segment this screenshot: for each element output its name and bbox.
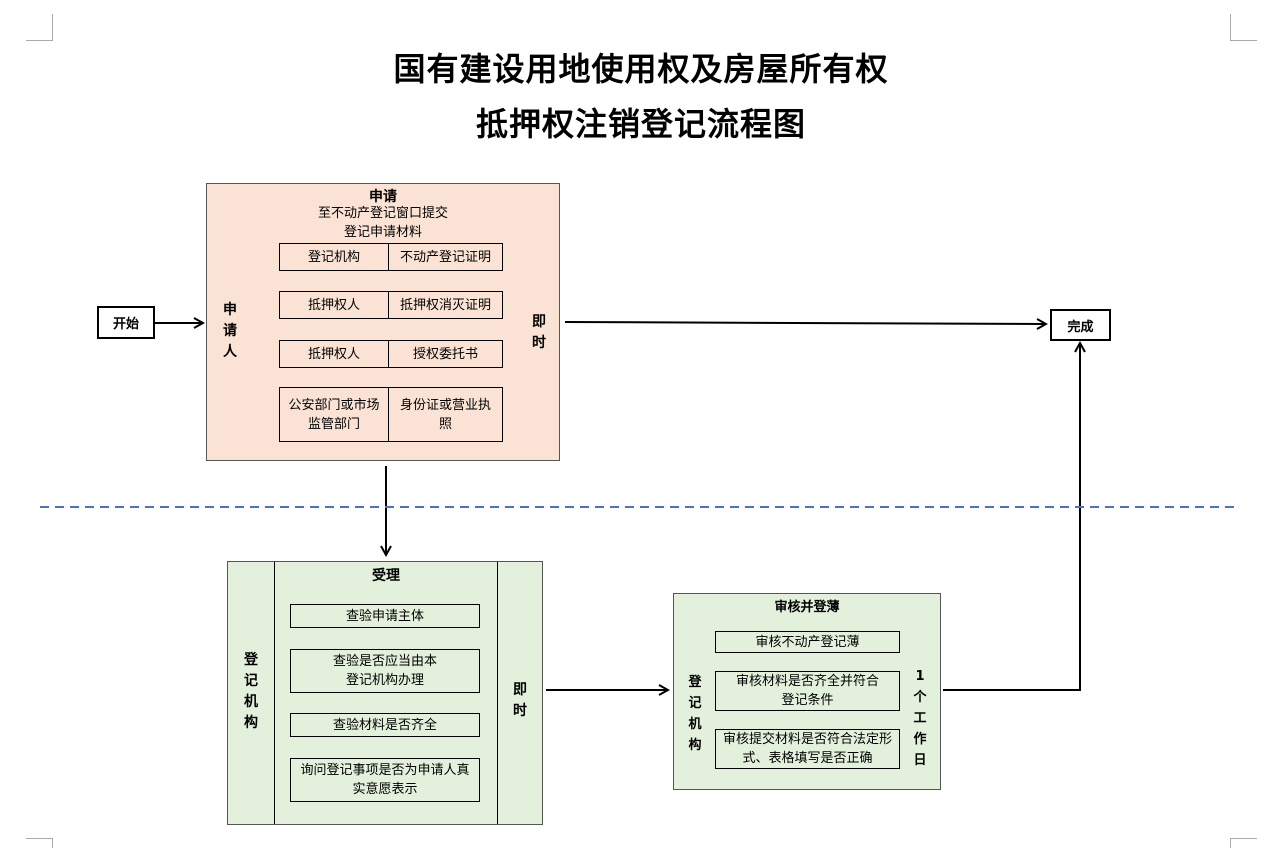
material-what: 身份证或营业执照: [389, 387, 503, 442]
material-row: 公安部门或市场监管部门 身份证或营业执照: [279, 387, 503, 442]
accept-step: 查验是否应当由本登记机构办理: [290, 649, 480, 693]
accept-step: 查验材料是否齐全: [290, 713, 480, 737]
review-step: 审核不动产登记薄: [715, 631, 900, 653]
material-who: 公安部门或市场监管部门: [279, 387, 389, 442]
material-row: 登记机构 不动产登记证明: [279, 243, 503, 271]
material-what: 不动产登记证明: [389, 243, 503, 271]
material-row: 抵押权人 授权委托书: [279, 340, 503, 368]
lane-divider: [497, 562, 498, 824]
accept-timing: 即时: [513, 682, 527, 719]
page-subtitle: 抵押权注销登记流程图: [475, 105, 806, 143]
apply-header: 申请: [369, 189, 397, 205]
apply-sub1: 至不动产登记窗口提交: [317, 206, 448, 221]
review-step: 审核材料是否齐全并符合登记条件: [715, 671, 900, 711]
finish-node: 完成: [1050, 309, 1111, 341]
accept-role: 登记机构: [244, 652, 258, 731]
accept-step: 询问登记事项是否为申请人真实意愿表示: [290, 758, 480, 802]
page-title: 国有建设用地使用权及房屋所有权: [393, 50, 889, 88]
apply-role: 申请人: [223, 302, 237, 360]
material-who: 抵押权人: [279, 340, 389, 368]
review-step: 审核提交材料是否符合法定形式、表格填写是否正确: [715, 729, 900, 769]
material-what: 抵押权消灭证明: [389, 291, 503, 319]
arrow-apply-to-finish: [564, 322, 1046, 324]
accept-stage: 登记机构 即时 受理 查验申请主体 查验是否应当由本登记机构办理 查验材料是否齐…: [227, 561, 543, 825]
material-row: 抵押权人 抵押权消灭证明: [279, 291, 503, 319]
apply-sub2: 登记申请材料: [343, 225, 422, 240]
crop-mark: [1230, 838, 1257, 848]
review-stage: 审核并登薄 登记机构 1个工作日 审核不动产登记薄 审核材料是否齐全并符合登记条…: [673, 593, 941, 790]
material-who: 登记机构: [279, 243, 389, 271]
accept-step: 查验申请主体: [290, 604, 480, 628]
apply-stage: 申请 至不动产登记窗口提交 登记申请材料 申请人 即时 登记机构 不动产登记证明…: [206, 183, 560, 461]
accept-header: 受理: [372, 568, 400, 584]
lane-divider: [274, 562, 275, 824]
review-timing: 1个工作日: [913, 669, 927, 768]
review-role: 登记机构: [688, 675, 702, 753]
arrow-review-to-finish: [943, 343, 1080, 691]
crop-mark: [26, 14, 53, 41]
material-who: 抵押权人: [279, 291, 389, 319]
apply-timing: 即时: [532, 314, 546, 351]
crop-mark: [26, 838, 53, 848]
crop-mark: [1230, 14, 1257, 41]
start-node: 开始: [97, 306, 155, 339]
review-header: 审核并登薄: [774, 600, 840, 615]
material-what: 授权委托书: [389, 340, 503, 368]
